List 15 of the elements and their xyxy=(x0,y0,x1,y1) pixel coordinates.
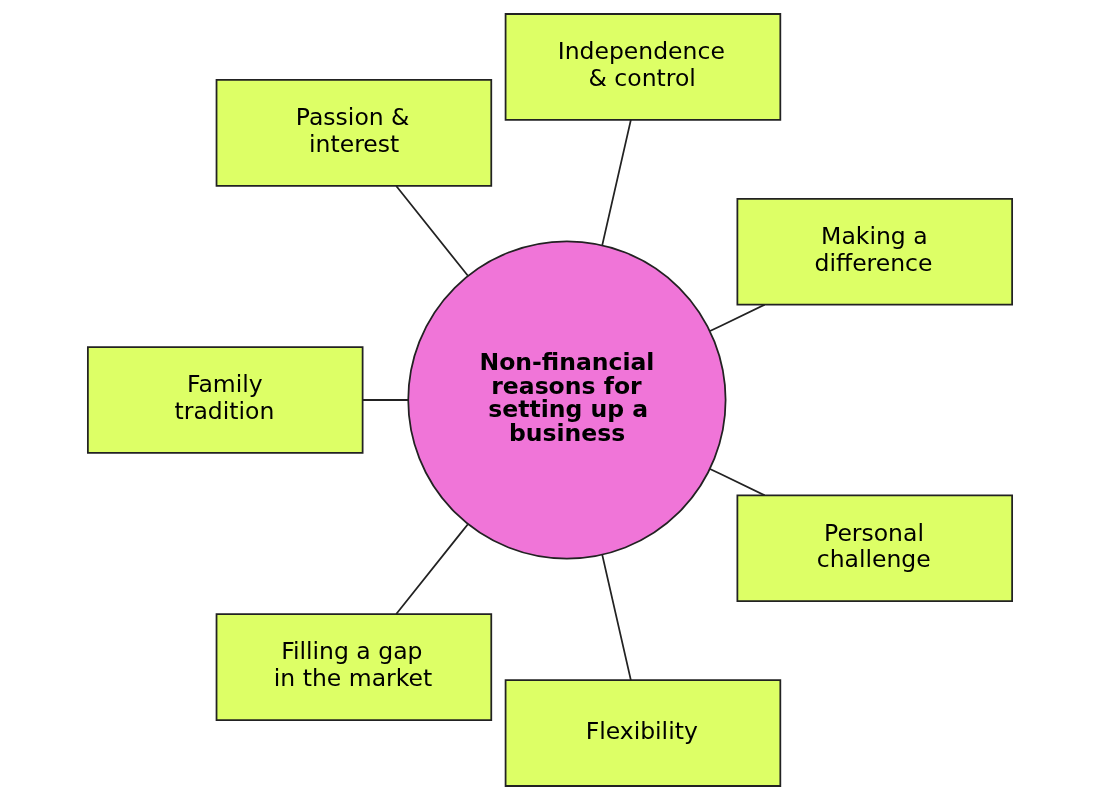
connector xyxy=(361,399,409,401)
connector xyxy=(709,468,766,497)
node-circle: Non-financial reasons for setting up a business xyxy=(407,240,727,560)
node-box: Flexibility xyxy=(504,679,782,787)
connector xyxy=(601,554,632,681)
node-box: Independence & control xyxy=(504,13,782,121)
connector xyxy=(601,119,632,246)
node-box: Personal challenge xyxy=(736,494,1013,602)
connector xyxy=(709,303,766,332)
node-box: Making a difference xyxy=(736,198,1013,306)
node-box: Filling a gap in the market xyxy=(215,613,493,721)
node-box: Family tradition xyxy=(87,346,364,454)
connector xyxy=(395,523,469,615)
connector xyxy=(395,185,469,277)
node-box: Passion & interest xyxy=(215,79,493,187)
